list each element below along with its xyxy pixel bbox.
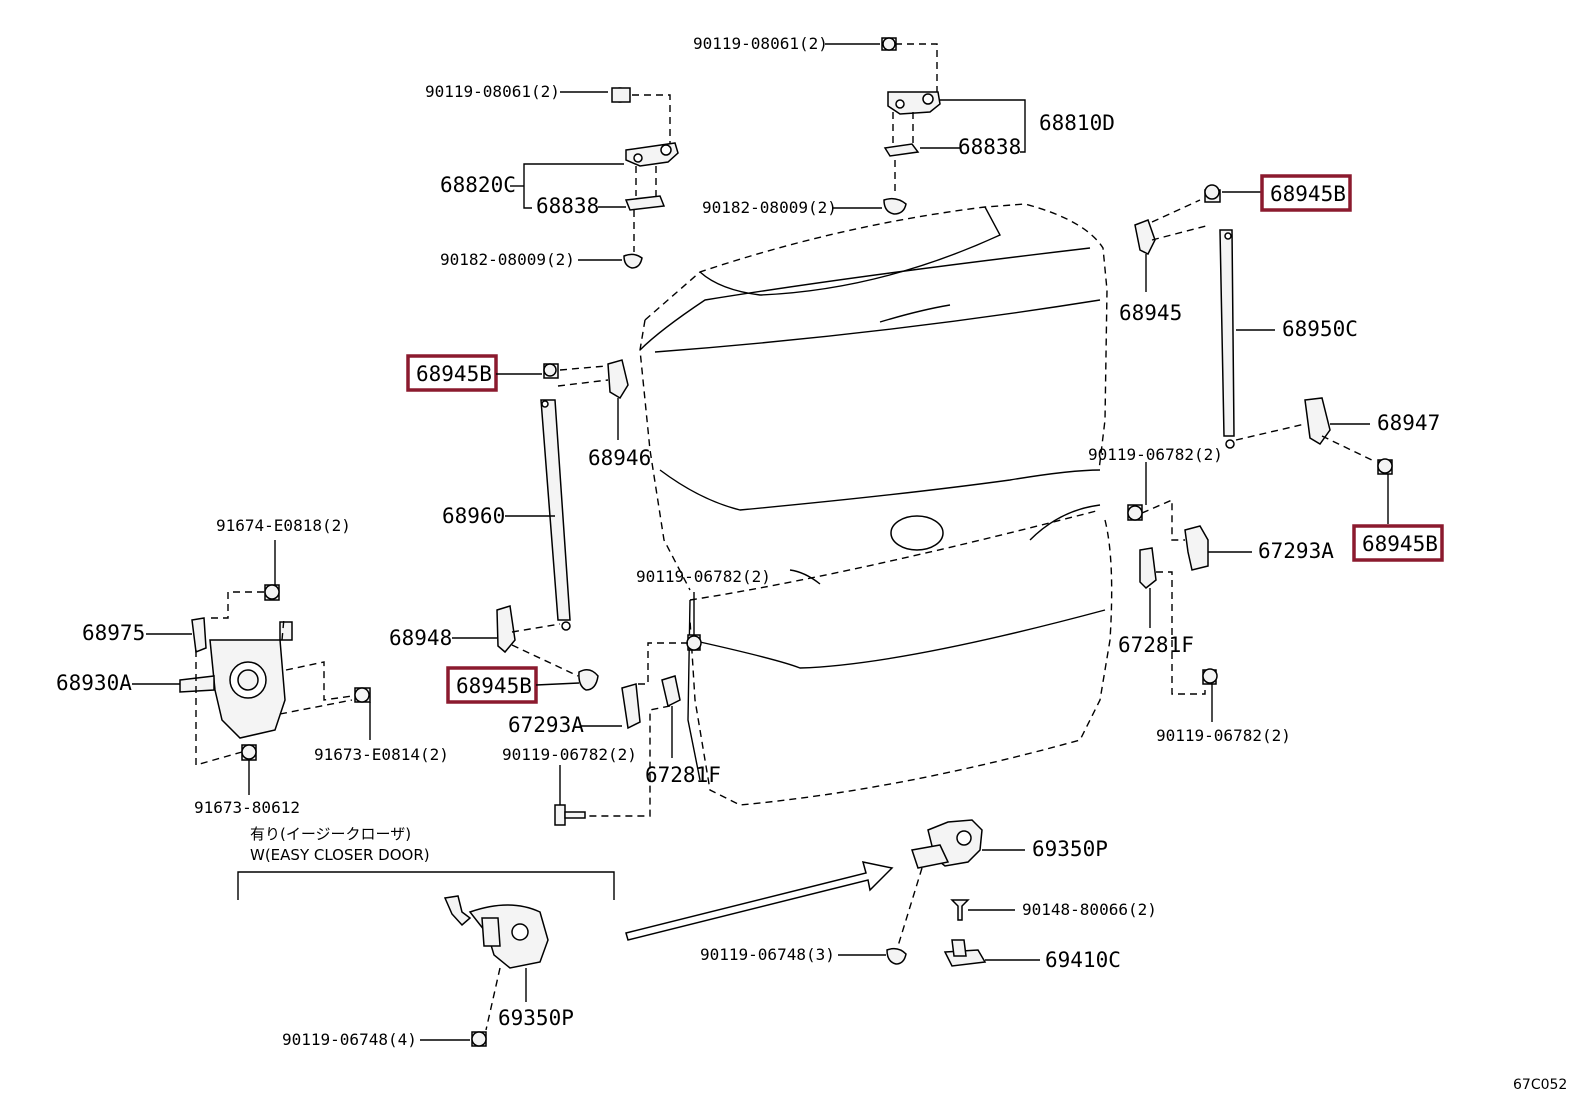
label-67281f-right: 67281F — [1118, 633, 1194, 657]
label-67281f-left: 67281F — [645, 763, 721, 787]
label-91674-e0818: 91674-E0818(2) — [216, 516, 351, 535]
striker-right — [1127, 498, 1218, 695]
hinge-68810d — [881, 37, 941, 215]
label-68947: 68947 — [1377, 411, 1440, 435]
label-68838-left: 68838 — [536, 194, 599, 218]
label-90119-06782-lowleft: 90119-06782(2) — [502, 745, 637, 764]
label-90119-06782-mid: 90119-06782(2) — [636, 567, 771, 586]
label-68960: 68960 — [442, 504, 505, 528]
striker-center — [554, 634, 702, 826]
label-91673-80612: 91673-80612 — [194, 798, 300, 817]
label-68975: 68975 — [82, 621, 145, 645]
label-68838-right: 68838 — [958, 135, 1021, 159]
damper-68960 — [496, 359, 629, 691]
label-90182-08009-right: 90182-08009(2) — [702, 198, 837, 217]
label-90182-08009-left: 90182-08009(2) — [440, 250, 575, 269]
label-67293a-right: 67293A — [1258, 539, 1334, 563]
label-68945b-bottom: 68945B — [456, 674, 532, 698]
label-90148-80066: 90148-80066(2) — [1022, 900, 1157, 919]
label-90119-06782-right: 90119-06782(2) — [1088, 445, 1223, 464]
label-90119-06748-4: 90119-06748(4) — [282, 1030, 417, 1049]
label-69350p-right: 69350P — [1032, 837, 1108, 861]
label-68810d: 68810D — [1039, 111, 1115, 135]
label-68930a: 68930A — [56, 671, 132, 695]
note-line-1: 有り(イージークローザ) — [250, 825, 411, 843]
figure-code: 67C052 — [1513, 1077, 1567, 1093]
label-68946: 68946 — [588, 446, 651, 470]
label-68948: 68948 — [389, 626, 452, 650]
highlight-box-68945b-right — [1352, 524, 1444, 562]
label-91673-e0814: 91673-E0814(2) — [314, 745, 449, 764]
label-90119-06748-3: 90119-06748(3) — [700, 945, 835, 964]
note-line-2: W(EASY CLOSER DOOR) — [250, 846, 430, 864]
easy-closer-bracket — [237, 871, 615, 900]
arrow-icon — [625, 861, 894, 941]
closer-69350p-left — [443, 895, 549, 1047]
lock-68930a — [179, 584, 371, 766]
label-68820c: 68820C — [440, 173, 516, 197]
label-90119-06782-lowright: 90119-06782(2) — [1156, 726, 1291, 745]
label-68945b-topright: 68945B — [1270, 182, 1346, 206]
label-68945b-left: 68945B — [416, 362, 492, 386]
label-67293a-left: 67293A — [508, 713, 584, 737]
label-68950c: 68950C — [1282, 317, 1358, 341]
back-door-outline — [639, 203, 1113, 806]
damper-68950c — [1134, 184, 1393, 475]
highlight-box-68945b-topright — [1260, 174, 1352, 212]
closer-69350p-right — [886, 819, 987, 967]
label-90119-08061-left: 90119-08061(2) — [425, 82, 560, 101]
label-69350p-left: 69350P — [498, 1006, 574, 1030]
label-90119-08061-top: 90119-08061(2) — [693, 34, 828, 53]
label-69410c: 69410C — [1045, 948, 1121, 972]
label-68945b-right: 68945B — [1362, 532, 1438, 556]
label-68945: 68945 — [1119, 301, 1182, 325]
highlight-box-68945b-left — [406, 354, 498, 392]
hinge-68820c — [611, 87, 679, 269]
